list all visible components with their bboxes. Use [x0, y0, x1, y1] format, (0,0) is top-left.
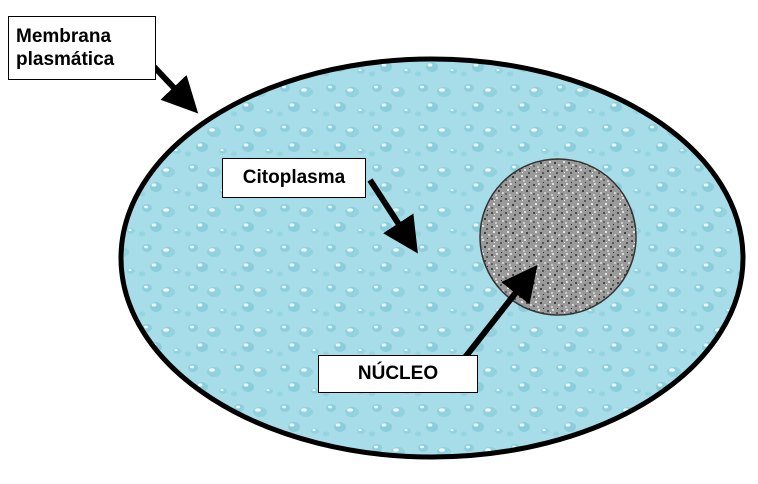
- nucleus-label: NÚCLEO: [318, 355, 478, 393]
- nucleus: [479, 158, 637, 316]
- cytoplasm-label-text: Citoplasma: [242, 167, 346, 188]
- membrane-label-line-1: Membrana: [16, 26, 112, 47]
- cytoplasm-arrow: [367, 178, 418, 254]
- plasma-membrane: [118, 56, 746, 460]
- nucleus-label-text: NÚCLEO: [357, 363, 439, 384]
- membrane-label: Membrana plasmática: [8, 16, 156, 80]
- membrane-label-line-2: plasmática: [16, 49, 115, 70]
- cytoplasm-label: Citoplasma: [222, 158, 366, 198]
